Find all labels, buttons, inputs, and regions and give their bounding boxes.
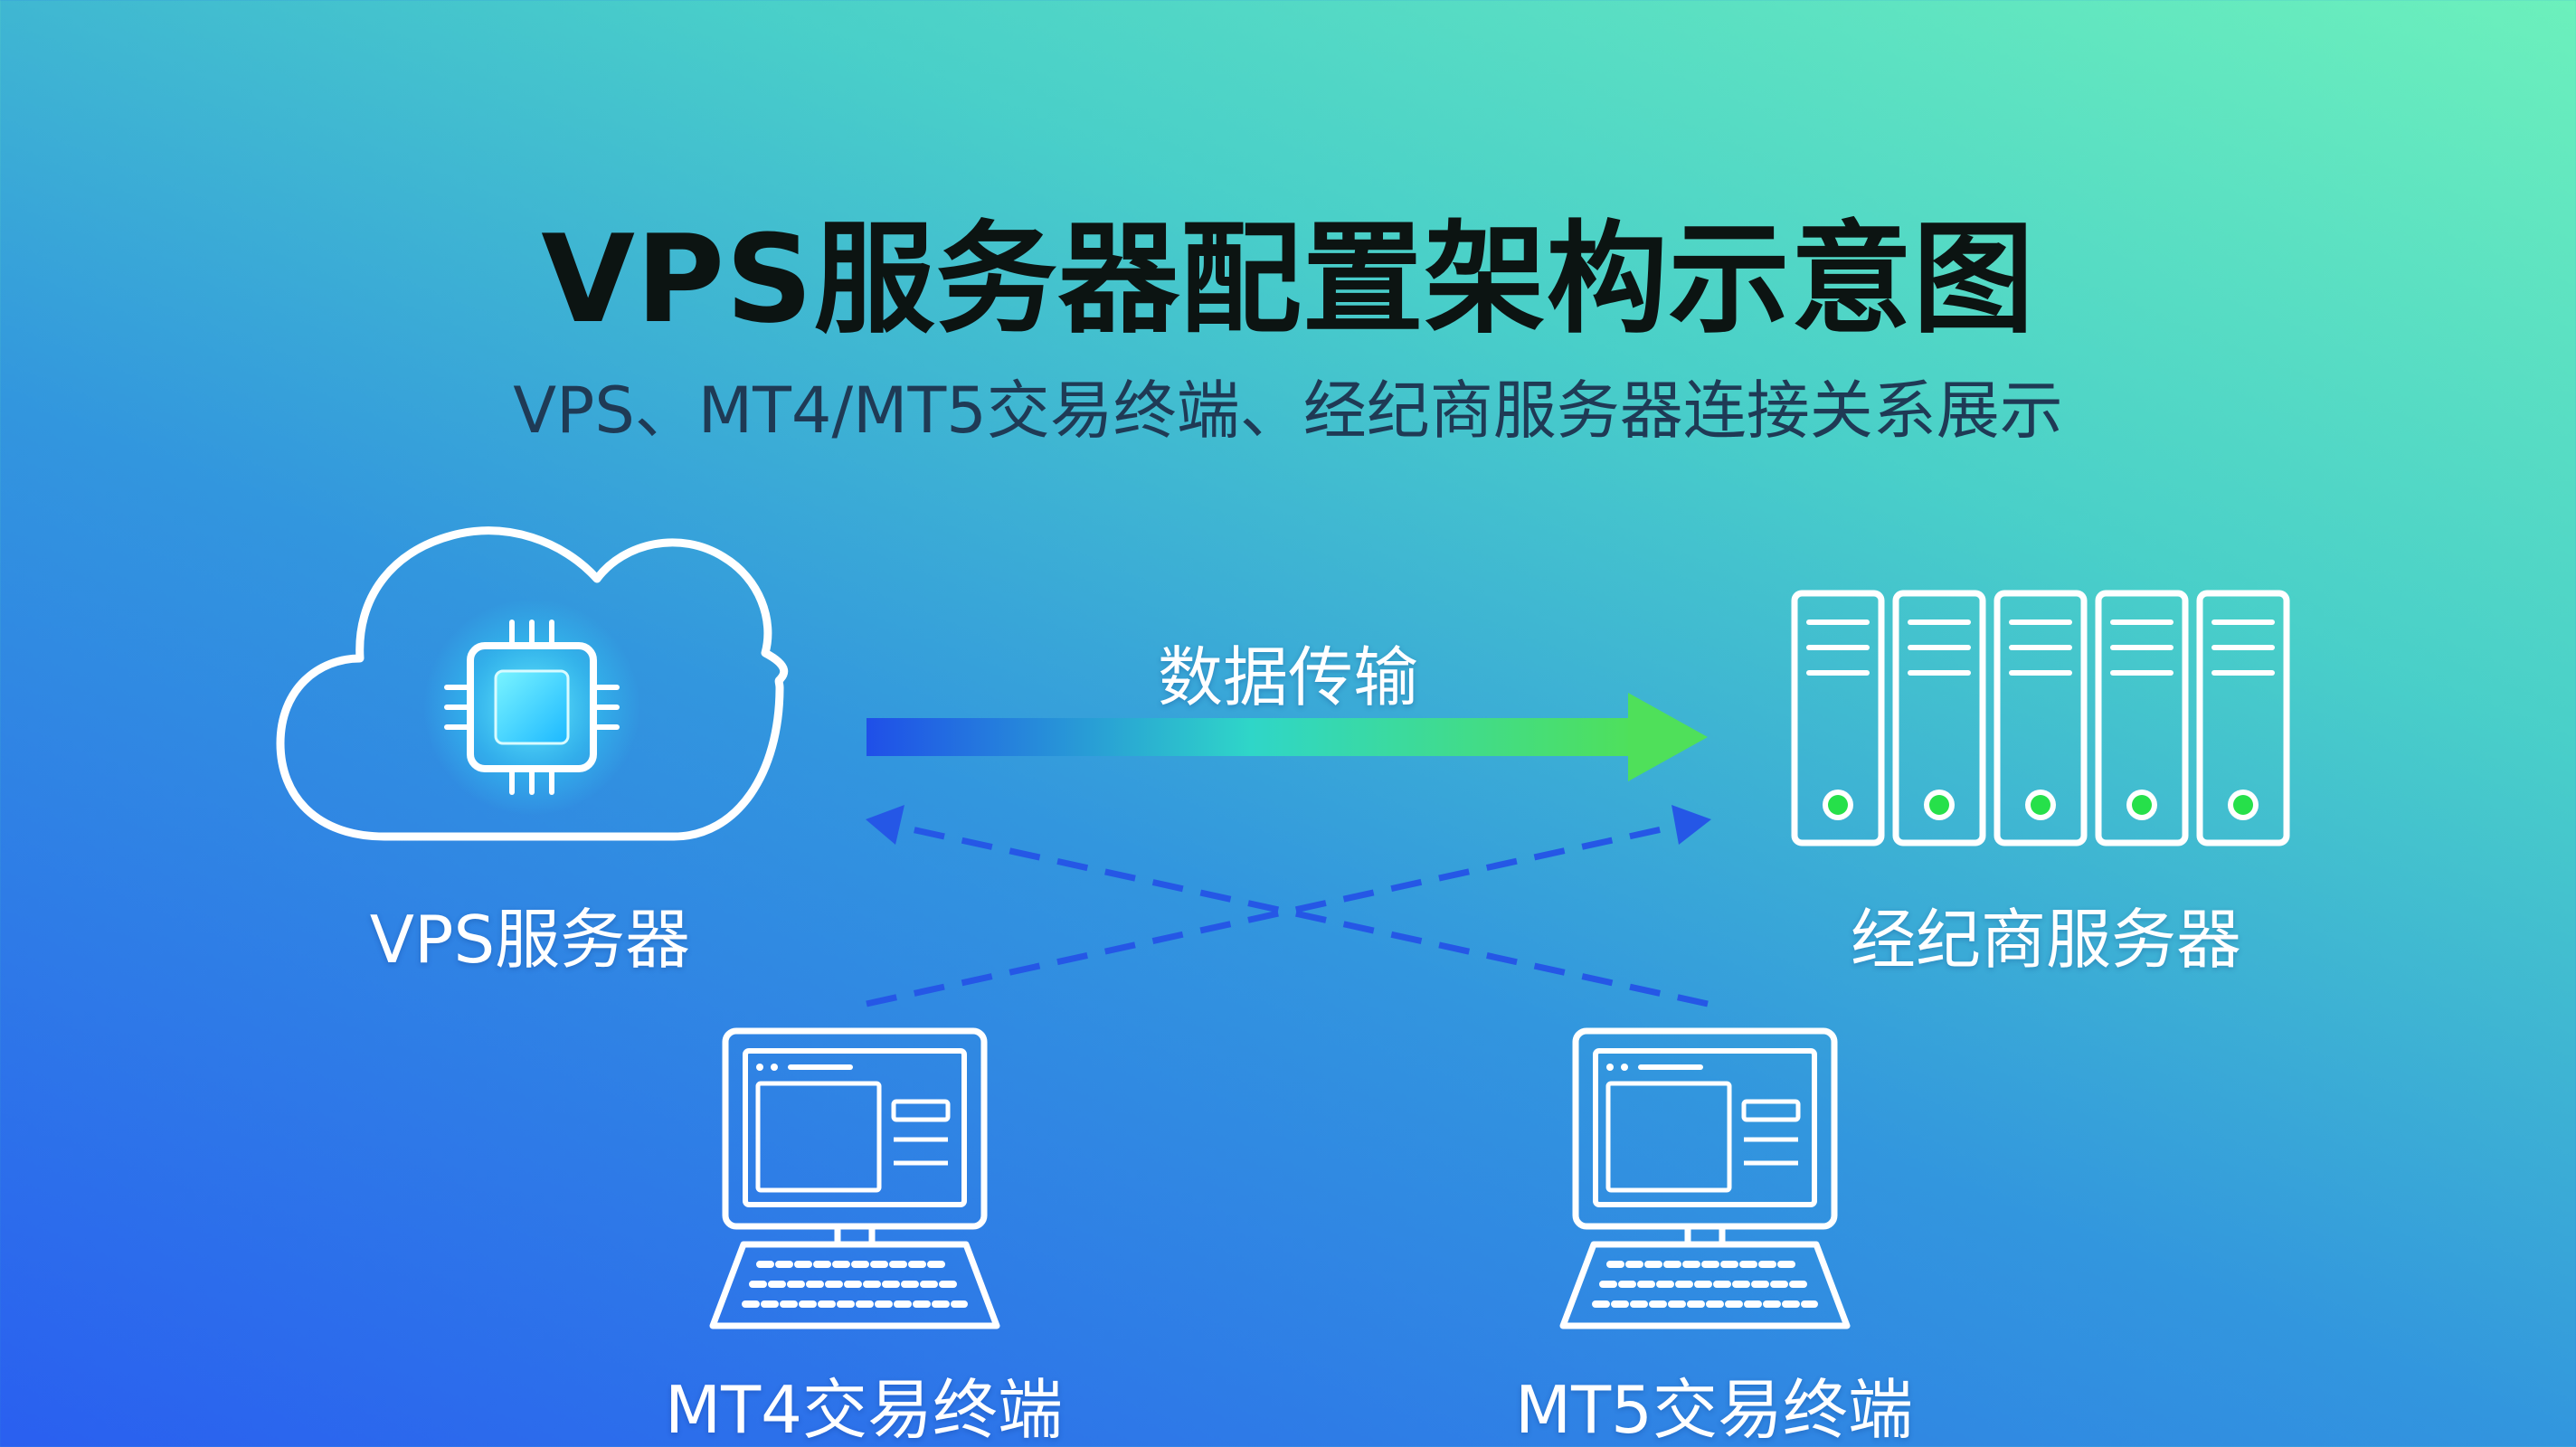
mt4-terminal-label: MT4交易终端 <box>665 1372 1063 1447</box>
vps-cloud-icon <box>276 526 789 841</box>
mt5-computer-icon <box>1559 1027 1851 1329</box>
broker-server-label: 经纪商服务器 <box>1850 902 2242 978</box>
status-led <box>2132 795 2152 815</box>
status-led <box>1929 795 1949 815</box>
diagram-subtitle: VPS、MT4/MT5交易终端、经纪商服务器连接关系展示 <box>513 374 2063 448</box>
server-unit <box>1791 590 1885 846</box>
dashed-connection-mt5-to-vps <box>866 805 1709 1007</box>
mt4-computer-icon <box>709 1027 1000 1329</box>
mt5-terminal-label: MT5交易终端 <box>1515 1372 1913 1447</box>
dashed-connection-mt4-to-broker <box>866 805 1711 1007</box>
server-unit <box>1892 590 1986 846</box>
server-rack-icon <box>1791 590 2290 846</box>
vps-server-label: VPS服务器 <box>369 902 691 978</box>
data-transfer-label: 数据传输 <box>1157 639 1419 715</box>
status-led <box>1828 795 1848 815</box>
server-unit <box>2196 590 2290 846</box>
status-led <box>2233 795 2253 815</box>
server-unit <box>2095 590 2189 846</box>
cpu-chip-icon <box>423 599 640 816</box>
status-led <box>2031 795 2050 815</box>
cloud-outline <box>276 526 789 841</box>
diagram-title: VPS服务器配置架构示意图 <box>541 209 2035 350</box>
data-transfer-arrow <box>867 693 1708 781</box>
server-unit <box>1994 590 2088 846</box>
